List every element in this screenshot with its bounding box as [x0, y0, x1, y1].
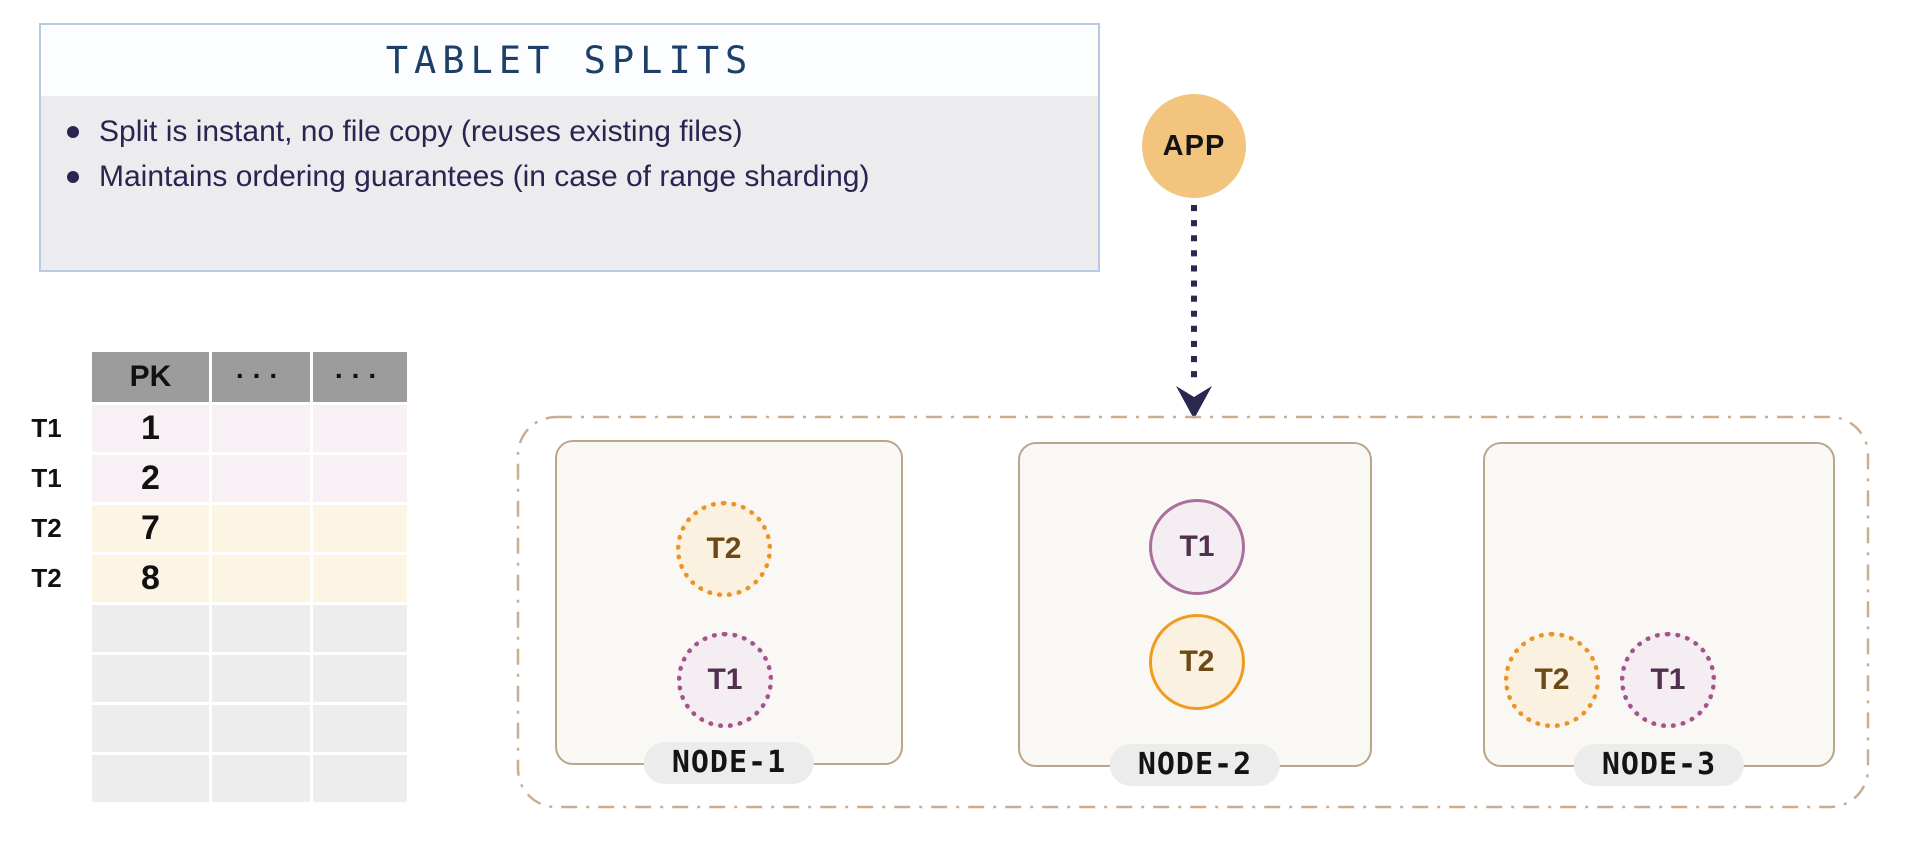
bullet-item: Maintains ordering guarantees (in case o… — [67, 154, 1068, 199]
column-header: ... — [313, 352, 407, 402]
empty-cell — [313, 705, 407, 752]
table-cell — [313, 555, 407, 602]
bullet-item: Split is instant, no file copy (reuses e… — [67, 109, 1068, 154]
arrow-head-icon — [1176, 386, 1212, 419]
table-cell — [212, 555, 310, 602]
bullet-text: Split is instant, no file copy (reuses e… — [99, 115, 743, 148]
node-3: T2 T1 NODE-3 — [1483, 442, 1835, 786]
app-node: APP — [1142, 94, 1246, 198]
pk-cell: 7 — [92, 505, 209, 552]
empty-cell — [212, 705, 310, 752]
tablet-t2-splitting: T2 — [1504, 632, 1600, 728]
empty-cell — [313, 605, 407, 652]
node-1: T2 T1 NODE-1 — [555, 440, 903, 784]
empty-cell — [92, 755, 209, 802]
bullet-text: Maintains ordering guarantees (in case o… — [99, 160, 870, 193]
empty-cell — [92, 705, 209, 752]
empty-cell — [313, 755, 407, 802]
node-2-label: NODE-2 — [1109, 744, 1281, 786]
bullet-icon — [67, 171, 79, 183]
tablet-t1: T1 — [1149, 499, 1245, 595]
pk-cell: 2 — [92, 455, 209, 502]
table-cell — [212, 505, 310, 552]
column-header: ... — [212, 352, 310, 402]
bullet-icon — [67, 126, 79, 138]
info-box: TABLET SPLITS Split is instant, no file … — [39, 23, 1100, 272]
tablet-t2-splitting: T2 — [676, 501, 772, 597]
empty-cell — [92, 655, 209, 702]
empty-cell — [92, 605, 209, 652]
row-label: T1 — [31, 413, 62, 443]
row-label: T1 — [31, 463, 62, 493]
node-1-label: NODE-1 — [643, 742, 815, 784]
column-header: PK — [92, 352, 209, 402]
table-cell — [212, 405, 310, 452]
empty-cell — [212, 655, 310, 702]
node-3-label: NODE-3 — [1573, 744, 1745, 786]
tablet-t1-splitting: T1 — [677, 632, 773, 728]
page-title: TABLET SPLITS — [41, 25, 1098, 96]
tablet-t2: T2 — [1149, 614, 1245, 710]
empty-cell — [212, 605, 310, 652]
table-cell — [313, 455, 407, 502]
empty-cell — [313, 655, 407, 702]
pk-cell: 8 — [92, 555, 209, 602]
pk-cell: 1 — [92, 405, 209, 452]
row-label: T2 — [31, 513, 62, 543]
tablet-row-labels: T1 T1 T2 T2 — [18, 405, 75, 602]
node-2: T1 T2 NODE-2 — [1018, 442, 1372, 786]
row-label: T2 — [31, 563, 62, 593]
table-cell — [313, 405, 407, 452]
empty-cell — [212, 755, 310, 802]
table-cell — [212, 455, 310, 502]
info-box-body: Split is instant, no file copy (reuses e… — [41, 96, 1098, 270]
table-cell — [313, 505, 407, 552]
tablet-t1-splitting: T1 — [1620, 632, 1716, 728]
pk-table: PK ... ... 1 2 7 8 — [92, 352, 407, 802]
